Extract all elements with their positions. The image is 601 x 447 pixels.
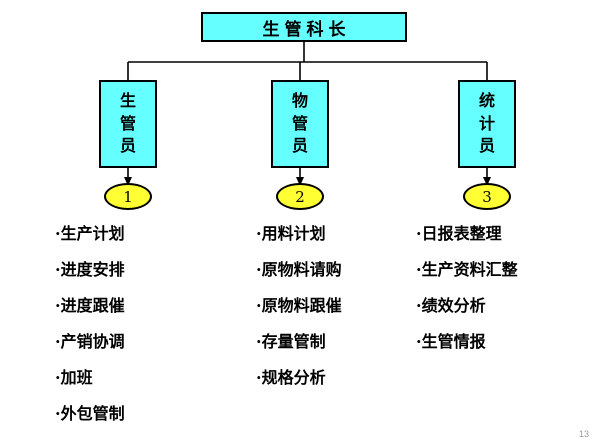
task-item: ·外包管制 (55, 404, 125, 423)
task-item: ·进度安排 (55, 260, 125, 279)
badge-number-1-label: 1 (123, 187, 133, 206)
task-item: ·日报表整理 (416, 224, 502, 243)
task-list-statistician: ·日报表整理 ·生产资料汇整 ·绩效分析 ·生管情报 (416, 226, 591, 370)
task-item: ·生产资料汇整 (416, 260, 518, 279)
task-list-material-controller: ·用料计划 ·原物料请购 ·原物料跟催 ·存量管制 ·规格分析 (256, 226, 426, 406)
org-node-material-controller-label: 物 管 员 (291, 90, 308, 156)
org-node-material-controller[interactable]: 物 管 员 (271, 80, 329, 168)
task-item: ·规格分析 (256, 368, 326, 387)
task-item: ·生产计划 (55, 224, 125, 243)
task-list-production-controller: ·生产计划 ·进度安排 ·进度跟催 ·产销协调 ·加班 ·外包管制 (55, 226, 240, 442)
task-item: ·存量管制 (256, 332, 326, 351)
badge-number-3: 3 (463, 183, 511, 210)
org-node-statistician-label: 统 计 员 (478, 90, 495, 156)
task-item: ·原物料请购 (256, 260, 342, 279)
task-item: ·加班 (55, 368, 93, 387)
org-node-statistician[interactable]: 统 计 员 (458, 80, 516, 168)
task-item: ·进度跟催 (55, 296, 125, 315)
org-node-production-controller-label: 生 管 员 (119, 90, 136, 156)
badge-number-3-label: 3 (482, 187, 492, 206)
badge-number-2: 2 (276, 183, 324, 210)
task-item: ·生管情报 (416, 332, 486, 351)
org-node-chief[interactable]: 生管科长 (201, 12, 407, 42)
task-item: ·产销协调 (55, 332, 125, 351)
org-node-chief-label: 生管科长 (262, 19, 351, 40)
task-item: ·原物料跟催 (256, 296, 342, 315)
org-node-production-controller[interactable]: 生 管 员 (99, 80, 157, 168)
badge-number-2-label: 2 (295, 187, 305, 206)
task-item: ·用料计划 (256, 224, 326, 243)
page-number: 13 (578, 429, 589, 439)
task-item: ·绩效分析 (416, 296, 486, 315)
badge-number-1: 1 (104, 183, 152, 210)
